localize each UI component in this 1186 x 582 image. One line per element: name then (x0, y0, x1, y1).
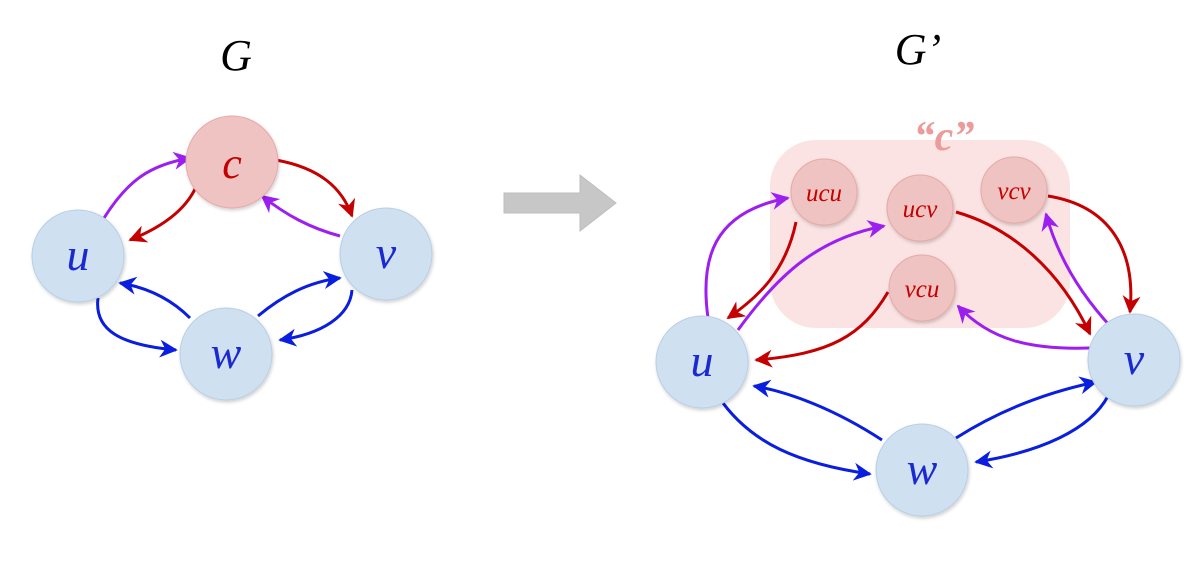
edge-v-to-vcv (1041, 212, 1114, 330)
right-graph-title: G’ (895, 25, 941, 74)
edge-w-to-u (752, 379, 883, 442)
node-w: w (179, 307, 273, 401)
node-c-label: c (222, 139, 242, 188)
edge-c-to-v (275, 158, 356, 218)
node-vcu-label: vcu (905, 276, 940, 303)
node-u-label: u (67, 229, 90, 280)
node-vcv: vcv (980, 156, 1048, 224)
node-u-prime-label: u (691, 335, 714, 386)
left-graph: G c u v w (31, 31, 433, 401)
node-w-label: w (211, 327, 242, 378)
edge-c-to-u (128, 181, 200, 243)
node-c: c (185, 115, 279, 209)
node-u: u (31, 209, 125, 303)
node-vcu: vcu (888, 254, 956, 322)
edge-u-to-ucu (704, 192, 790, 319)
edge-u-to-w (716, 395, 872, 481)
node-w-prime: w (875, 423, 969, 517)
edge-vcu-to-u (754, 291, 890, 368)
edge-ucu-to-u (726, 221, 798, 320)
transform-arrow (503, 173, 617, 233)
edge-vcv-to-v (1047, 194, 1141, 314)
node-u-prime: u (655, 315, 749, 409)
edge-v-to-c (260, 194, 341, 238)
node-v-prime: v (1087, 313, 1181, 407)
node-w-prime-label: w (907, 443, 938, 494)
node-vcv-label: vcv (997, 178, 1031, 205)
node-ucv-label: ucv (903, 196, 939, 223)
edge-ucv-to-v (955, 210, 1092, 336)
node-ucu-label: ucu (806, 180, 842, 207)
edge-w-to-v (955, 376, 1098, 440)
edge-u-to-ucv (736, 220, 886, 331)
edge-v-to-w (974, 395, 1110, 469)
edge-w-to-v (257, 271, 342, 318)
c-group-label: “c” (914, 114, 975, 160)
edge-v-to-w (278, 289, 354, 347)
right-graph: G’ “c” ucu ucv vcv vcu (655, 25, 1181, 517)
edge-v-to-vcu (956, 304, 1091, 350)
node-v: v (339, 207, 433, 301)
edge-u-to-w (96, 297, 178, 358)
left-graph-title: G (220, 31, 252, 80)
node-v-prime-label: v (1124, 333, 1145, 384)
edge-w-to-u (118, 276, 192, 320)
edge-u-to-c (102, 151, 192, 219)
node-ucu: ucu (790, 158, 858, 226)
node-v-label: v (376, 227, 397, 278)
node-ucv: ucv (886, 174, 954, 242)
